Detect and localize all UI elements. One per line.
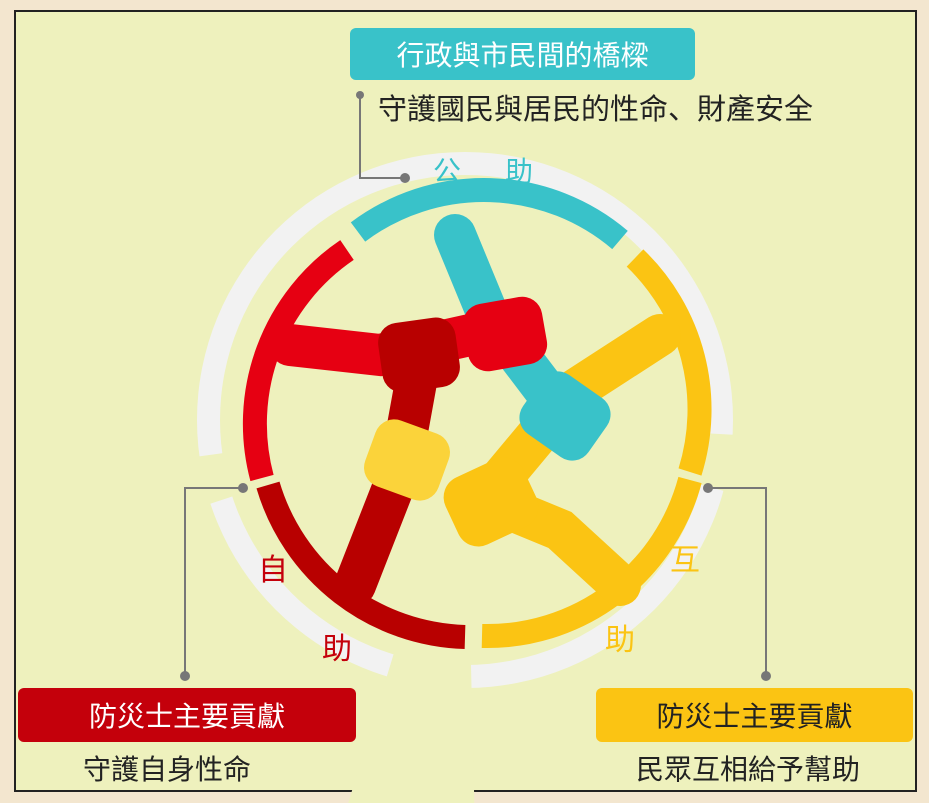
teal-fist: [519, 371, 611, 461]
top-title: 行政與市民間的橋樑: [396, 39, 649, 72]
right-connector: [708, 487, 767, 676]
left-box-dot: [180, 671, 190, 681]
yellow-fist-left: [364, 419, 450, 501]
right-title: 防災士主要貢獻: [656, 700, 853, 733]
top-ring-dot: [400, 173, 410, 183]
top-description: 守護國民與居民的性命、財產安全: [378, 92, 814, 126]
ring-label-self-2: 助: [322, 632, 352, 667]
left-connector: [184, 487, 243, 676]
ring-label-self-1: 自: [258, 553, 288, 588]
right-title-box: 防災士主要貢獻: [596, 688, 913, 742]
mutual-arc: [626, 249, 712, 476]
top-title-box: 行政與市民間的橋樑: [350, 28, 695, 80]
right-description: 民眾互相給予幫助: [636, 753, 861, 786]
ring-label-mutual-2: 助: [605, 623, 635, 658]
right-ring-dot: [703, 483, 713, 493]
red-arc: [242, 240, 354, 482]
left-title: 防災士主要貢獻: [88, 700, 285, 733]
red-fist: [462, 296, 548, 372]
left-title-box: 防災士主要貢獻: [18, 688, 356, 742]
ring-label-mutual-1: 互: [670, 543, 700, 578]
right-box-dot: [761, 671, 771, 681]
left-ring-dot: [238, 483, 248, 493]
top-connector: [359, 95, 405, 179]
darkred-fist: [378, 317, 460, 393]
yellow-fist-center: [443, 457, 539, 547]
left-description: 守護自身性命: [83, 753, 252, 786]
ring-label-public-2: 助: [505, 155, 534, 188]
ring-label-public-1: 公: [433, 155, 462, 188]
public-arc: [350, 178, 628, 250]
top-connector-dot: [356, 91, 364, 99]
